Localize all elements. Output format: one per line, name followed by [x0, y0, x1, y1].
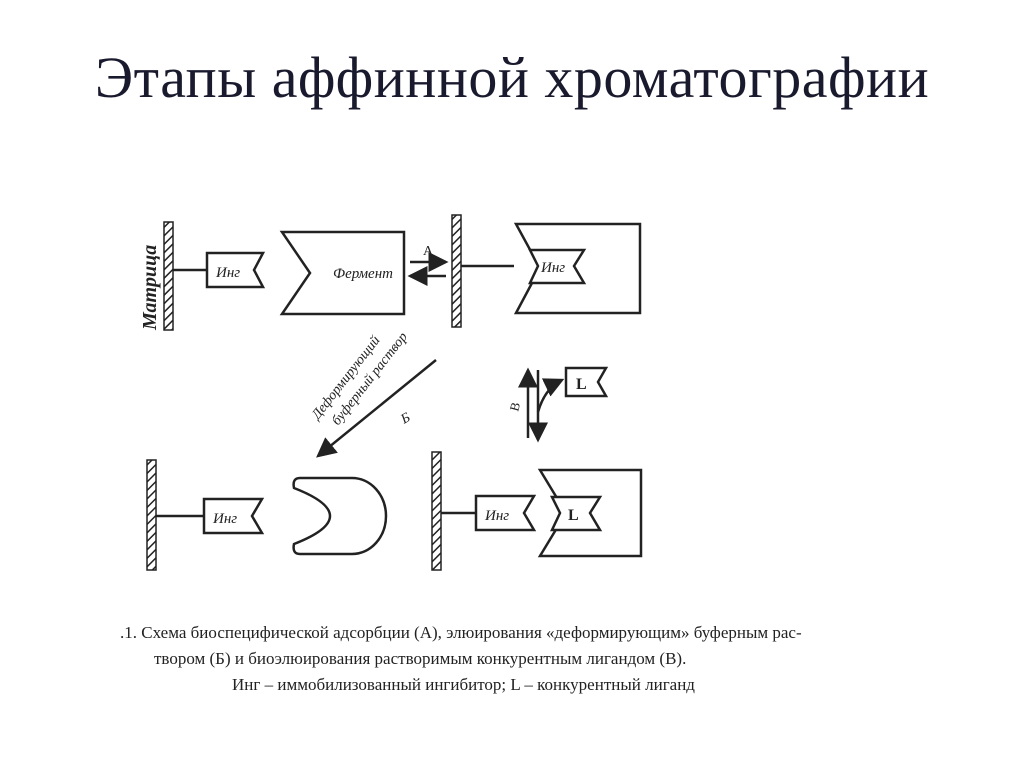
enzyme-shape-2: [513, 222, 642, 315]
inhibitor-tag-3: [202, 497, 265, 535]
ligand-label-free: L: [576, 376, 587, 393]
ligand-label-bound: L: [568, 507, 579, 524]
arrow-v-label: В: [506, 400, 523, 413]
enzyme-label: Фермент: [333, 266, 393, 282]
inhibitor-label-2: Инг: [540, 260, 565, 276]
inhibitor-label-4: Инг: [484, 508, 509, 524]
caption-line-1: .1. Схема биоспецифической адсорбции (А)…: [120, 623, 802, 642]
inhibitor-label: Инг: [215, 265, 240, 281]
caption-line-2: твором (Б) и биоэлюирования растворимым …: [154, 649, 687, 668]
arrow-b-label: Б: [398, 410, 414, 428]
matrix-label: Матрица: [139, 245, 161, 331]
matrix-wall: [163, 221, 174, 331]
enzyme-shape: [279, 230, 406, 316]
slide-title: Этапы аффинной хроматографии: [94, 45, 930, 110]
matrix-wall-2: [451, 214, 462, 328]
inhibitor-tag-4: [474, 494, 537, 532]
arrow-a-label: А: [423, 244, 434, 259]
inhibitor-label-3: Инг: [212, 511, 237, 527]
deformed-enzyme: [292, 476, 388, 556]
caption-line-3: Инг – иммобилизованный ингибитор; L – ко…: [232, 675, 695, 694]
matrix-wall-3: [146, 459, 157, 571]
ligand-tag-free: [564, 366, 609, 398]
figure-caption: .1. Схема биоспецифической адсорбции (А)…: [120, 620, 900, 698]
matrix-wall-4: [431, 451, 442, 571]
ligand-tag-bound: [549, 495, 603, 532]
inhibitor-tag-2: [527, 248, 587, 285]
inhibitor-tag: [205, 251, 266, 289]
